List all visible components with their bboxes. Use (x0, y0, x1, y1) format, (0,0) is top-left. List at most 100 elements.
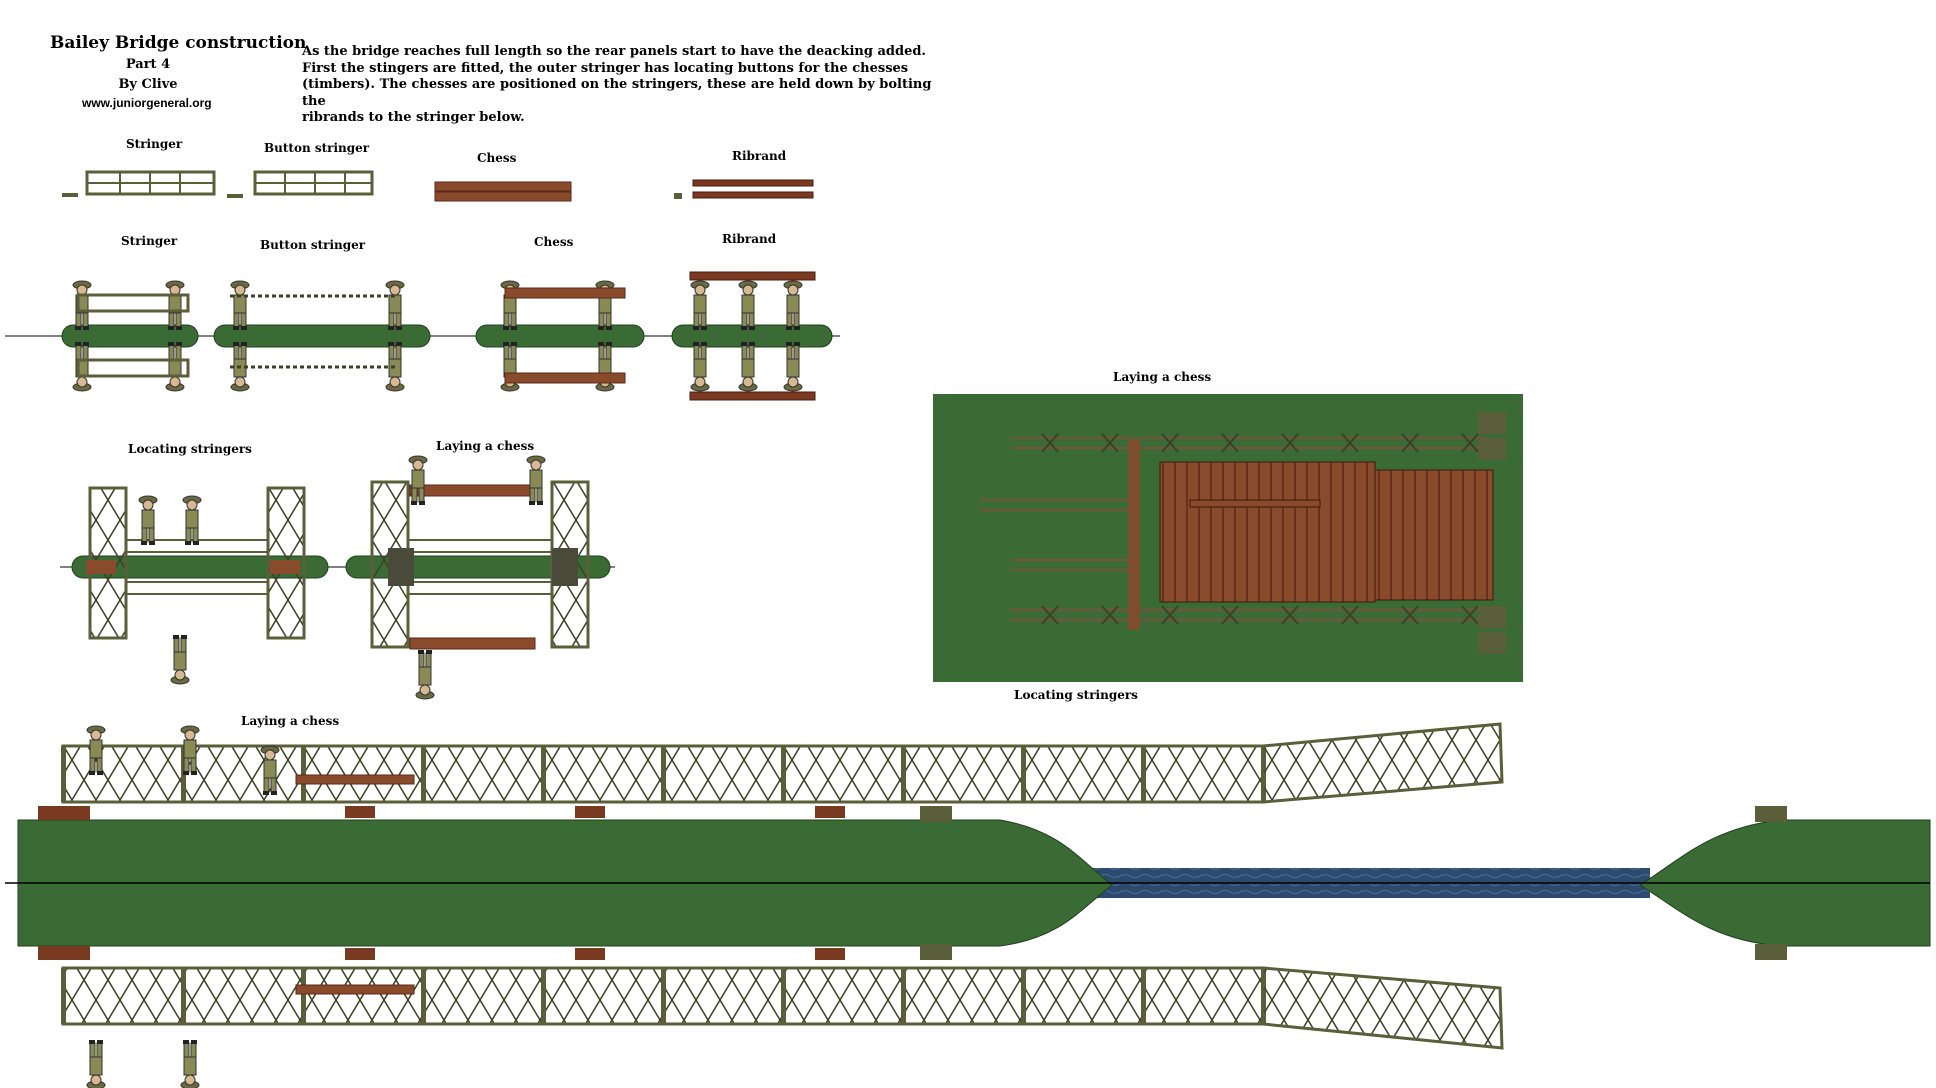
panel-post (1021, 746, 1026, 802)
truss-cross (1401, 433, 1419, 453)
soldier-figure (72, 280, 92, 330)
bridge-ramp-bottom (1261, 966, 1504, 1050)
panel-post (1141, 968, 1146, 1024)
truss-cross (1101, 433, 1119, 453)
soldier-figure (385, 342, 405, 392)
panel-post (181, 968, 186, 1024)
label-laying-chess-bridge: Laying a chess (241, 714, 340, 728)
fig-carried-items (76, 271, 816, 401)
truss-cross (1221, 605, 1239, 625)
soldier-figure (180, 725, 200, 775)
label-laying-chess-top: Laying a chess (1113, 370, 1212, 384)
panel-post (541, 968, 546, 1024)
label-locating-stringers-small: Locating stringers (128, 442, 252, 456)
truss-cross (1041, 433, 1059, 453)
soldier-figure (165, 342, 185, 392)
truss-cross (1281, 433, 1299, 453)
locating-stringers-small (60, 486, 345, 640)
description-line: ribrands to the stringer below. (302, 110, 525, 125)
part-number: Part 4 (125, 57, 171, 72)
panel-post (541, 746, 546, 802)
description-line: (timbers). The chesses are positioned on… (302, 77, 932, 109)
small-soldiers (138, 455, 546, 700)
bearing-posts (920, 806, 1787, 960)
truss-cross (1161, 433, 1179, 453)
soldier-figure (690, 342, 710, 392)
author-credit: By Clive (118, 77, 178, 92)
panel-post (781, 746, 786, 802)
bridge-ramp-top (1261, 722, 1504, 804)
truss-cross (1401, 605, 1419, 625)
parts-ribrand (674, 179, 814, 199)
panel-post (1141, 746, 1146, 802)
bridge-soldiers (86, 725, 280, 1088)
bridge-panels-top (61, 744, 1266, 804)
truss-cross (1101, 605, 1119, 625)
panel-posts (61, 968, 1266, 1024)
soldier-figure (738, 280, 758, 330)
truss-cross (1461, 605, 1479, 625)
truss-cross-marks (1041, 433, 1479, 625)
panel-post (901, 968, 906, 1024)
label-parts-ribrand: Ribrand (732, 149, 787, 163)
description-line: As the bridge reaches full length so the… (302, 44, 926, 59)
laying-chess-small (345, 480, 615, 650)
soldier-figure (783, 342, 803, 392)
description-line: First the stingers are fitted, the outer… (302, 60, 909, 76)
label-fig-stringer: Stringer (121, 234, 178, 248)
panel-post (661, 746, 666, 802)
soldier-figure (783, 280, 803, 330)
soldier-figure (182, 495, 202, 545)
soldier-figure (738, 342, 758, 392)
description-text: As the bridge reaches full length so the… (302, 44, 942, 127)
truss-cross (1041, 605, 1059, 625)
panel-post (301, 968, 306, 1024)
soldier-figure (415, 650, 435, 700)
top-view-diagram (933, 394, 1523, 682)
panel-post (301, 746, 306, 802)
parts-button-stringer (227, 170, 374, 198)
soldier-figure (260, 745, 280, 795)
fig-soldiers (72, 280, 803, 392)
truss-cross (1341, 605, 1359, 625)
truss-cross (1221, 433, 1239, 453)
panel-post (781, 968, 786, 1024)
soldier-figure (170, 635, 190, 685)
website-link[interactable]: www.juniorgeneral.org (82, 96, 212, 110)
soldier-figure (526, 455, 546, 505)
soldier-figure (180, 1040, 200, 1088)
truss-cross (1341, 433, 1359, 453)
soldier-figure (86, 725, 106, 775)
truss-cross (1161, 605, 1179, 625)
page-title: Bailey Bridge construction (50, 33, 307, 53)
soldier-figure (500, 342, 520, 392)
label-locating-stringers-top: Locating stringers (1014, 688, 1138, 702)
soldier-figure (72, 342, 92, 392)
panel-post (421, 968, 426, 1024)
soldier-figure (138, 495, 158, 545)
bridge-panels-bottom (61, 966, 1266, 1026)
panel-post (61, 968, 66, 1024)
fig-bases (61, 324, 833, 348)
truss-cross (1461, 433, 1479, 453)
soldier-figure (690, 280, 710, 330)
label-laying-chess-small: Laying a chess (436, 439, 535, 453)
panel-post (61, 746, 66, 802)
parts-chess (434, 181, 572, 202)
panel-post (661, 968, 666, 1024)
label-fig-chess: Chess (534, 235, 574, 249)
panel-post (1021, 968, 1026, 1024)
soldier-figure (385, 280, 405, 330)
label-parts-button-stringer: Button stringer (264, 141, 370, 155)
soldier-figure (86, 1040, 106, 1088)
label-parts-stringer: Stringer (126, 137, 183, 151)
label-fig-ribrand: Ribrand (722, 232, 777, 246)
soldier-figure (230, 280, 250, 330)
soldier-figure (165, 280, 185, 330)
parts-stringer (62, 170, 216, 197)
base-plates (38, 806, 845, 960)
panel-post (421, 746, 426, 802)
soldier-figure (408, 455, 428, 505)
label-parts-chess: Chess (477, 151, 517, 165)
